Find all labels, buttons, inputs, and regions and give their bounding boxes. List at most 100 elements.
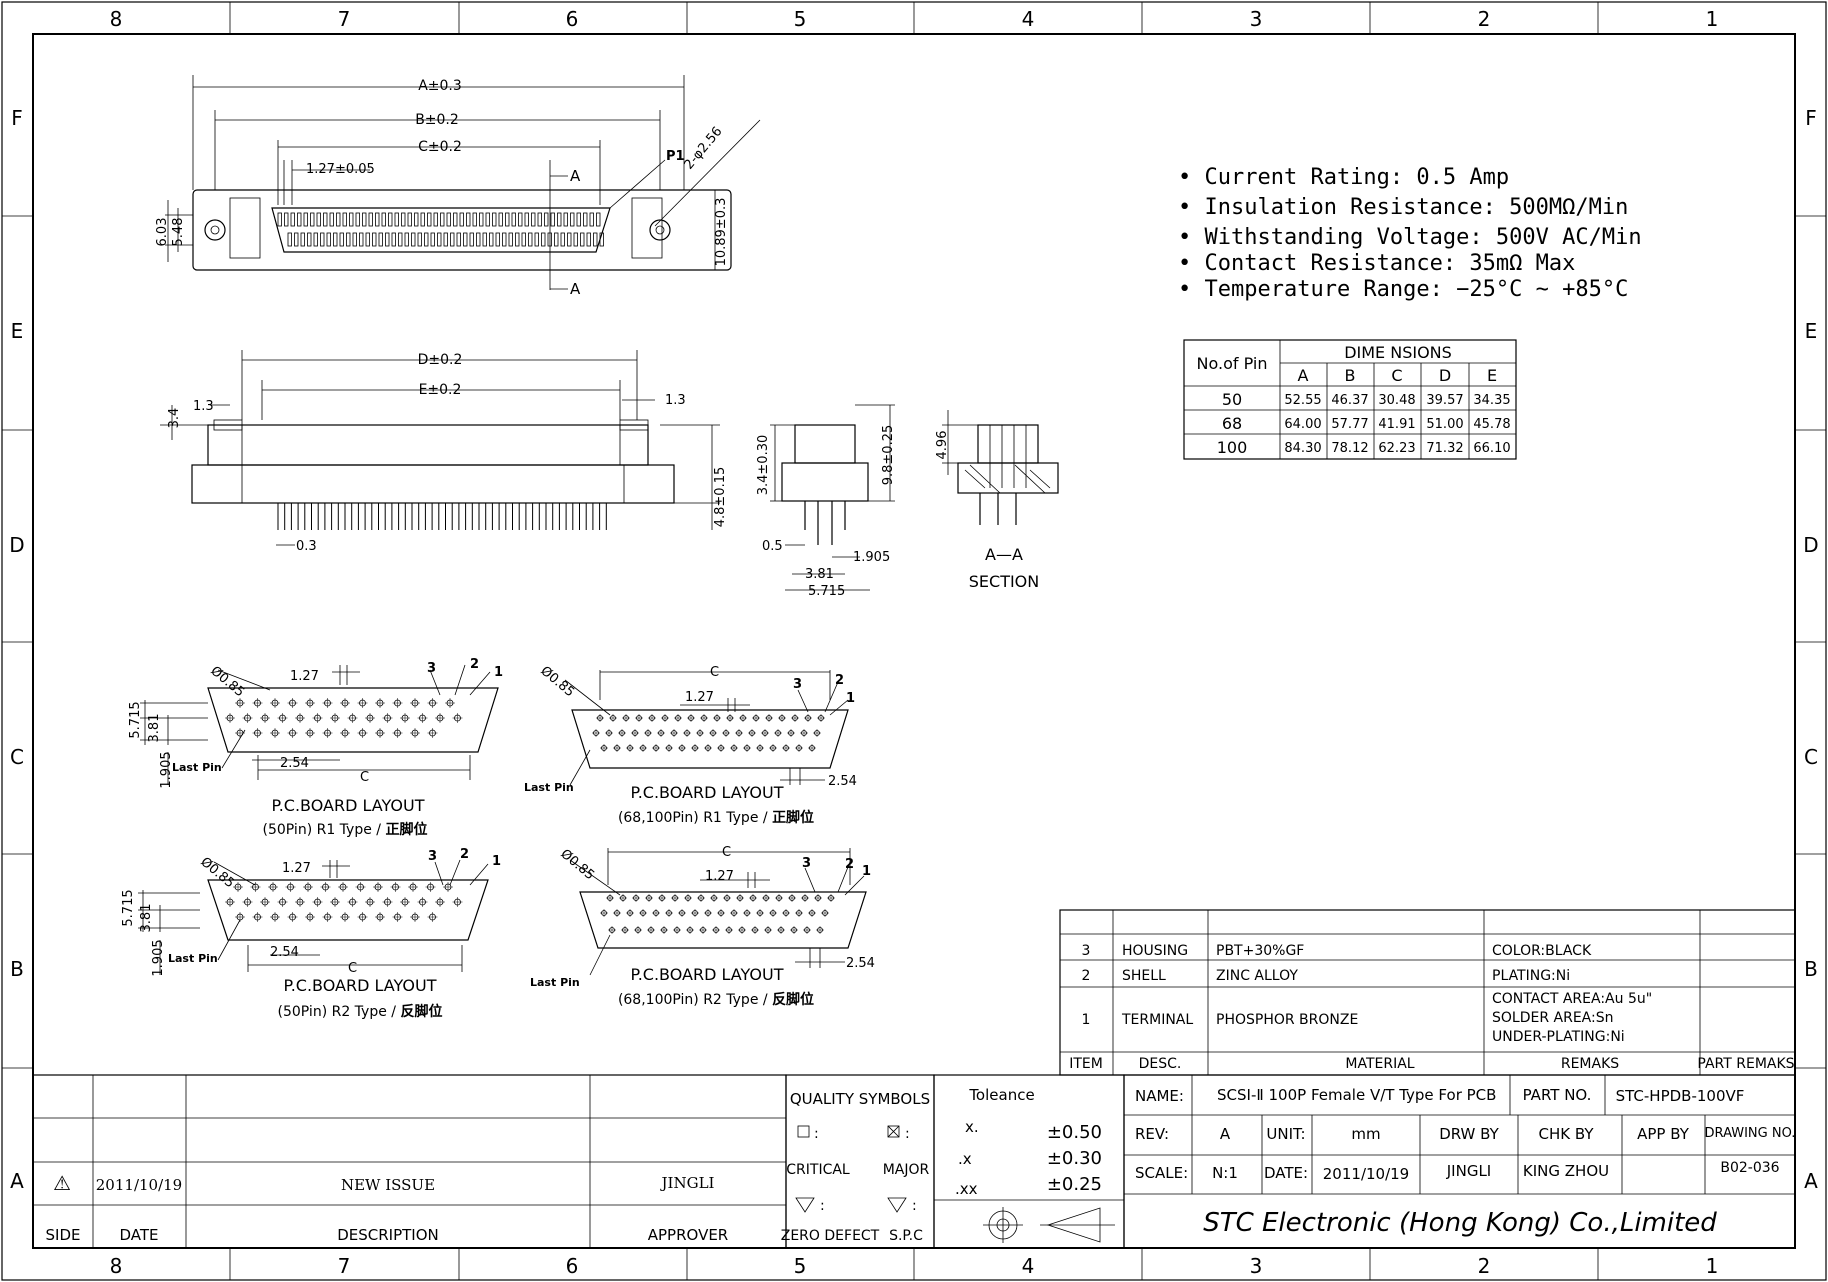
pcb-hole-cross <box>270 912 280 922</box>
drawing-no-label: DRAWING NO. <box>1705 1126 1796 1141</box>
contact-slot <box>420 212 425 227</box>
table-cell: 71.32 <box>1426 441 1463 456</box>
col-label-bottom: 4 <box>1022 1254 1035 1278</box>
pcb-hole-cross <box>751 926 759 934</box>
pcb-hole-cross <box>322 728 333 738</box>
table-cell: 51.00 <box>1426 417 1463 432</box>
major-label: MAJOR <box>883 1162 930 1178</box>
col-label-top: 2 <box>1478 7 1491 31</box>
spec-current-rating: • Current Rating: 0.5 Amp <box>1178 165 1509 190</box>
pcb-hole-cross <box>303 882 313 892</box>
contact-slot <box>573 232 578 247</box>
contact-slot <box>453 212 458 227</box>
pcb-hole-cross <box>748 729 756 737</box>
pcb-hole-cross <box>338 882 348 892</box>
pcb-hole-cross <box>803 926 811 934</box>
pcb-hole-cross <box>652 744 660 752</box>
layout-subtitle: (68,100Pin) R1 Type / 正脚位 <box>618 809 814 826</box>
chk-by-value: KING ZHOU <box>1523 1162 1609 1180</box>
contact-slot <box>589 212 594 227</box>
pcb-layout-68-100pin-r2: C Ø0.85 1.27 3 2 1 Last Pin 2.54 P.C.BOA… <box>530 845 875 1008</box>
pcb-hole-cross <box>788 894 796 902</box>
pcb-hole-cross <box>375 698 385 708</box>
layout-pin-1: 1 <box>846 691 855 706</box>
projection-symbol-icon <box>983 1207 1115 1243</box>
dim-4-8: 4.8±0.15 <box>713 467 728 528</box>
layout-h381: 3.81 <box>147 714 162 743</box>
layout-pitch: 1.27 <box>705 869 734 884</box>
pcb-hole-cross <box>777 926 785 934</box>
pcb-hole-cross <box>804 714 812 722</box>
pcb-hole-cross <box>619 894 627 902</box>
layout-pin-3: 3 <box>802 856 811 871</box>
pcb-hole-cross <box>778 714 786 722</box>
contact-slot <box>346 232 351 247</box>
unit-label: UNIT: <box>1266 1125 1305 1143</box>
layout-pin-3: 3 <box>428 849 437 864</box>
contact-slot <box>430 232 435 247</box>
p1-label: P1 <box>666 149 685 164</box>
layout-pin-3: 3 <box>793 677 802 692</box>
bom-material: PHOSPHOR BRONZE <box>1216 1012 1358 1028</box>
date-label: DATE: <box>1264 1164 1308 1182</box>
contact-slot <box>385 232 390 247</box>
pcb-hole-cross <box>712 926 720 934</box>
row-label-left: E <box>11 319 24 343</box>
pcb-hole-cross <box>410 698 420 708</box>
pcb-hole-cross <box>730 744 738 752</box>
pcb-hole-cross <box>277 897 288 907</box>
pcb-hole-cross <box>691 744 699 752</box>
contact-slot <box>469 232 474 247</box>
layout-pin-1: 1 <box>862 864 871 879</box>
pcb-hole-cross <box>769 744 777 752</box>
pcb-hole-cross <box>435 897 445 907</box>
pcb-hole-cross <box>790 926 798 934</box>
pcb-hole-cross <box>775 894 783 902</box>
layout-h1905: 1.905 <box>151 939 166 976</box>
contact-slot <box>586 232 591 247</box>
contact-slot <box>492 212 497 227</box>
table-col-b: B <box>1345 366 1356 385</box>
row-label-right: D <box>1803 533 1818 557</box>
pcb-hole-cross <box>312 713 323 723</box>
name-label: NAME: <box>1135 1087 1184 1105</box>
pcb-hole-cross <box>774 729 782 737</box>
contact-slot <box>414 212 419 227</box>
contact-slot <box>485 212 490 227</box>
pcb-hole-cross <box>443 882 453 892</box>
pcb-hole-cross <box>452 897 463 907</box>
dim-1-3-left: 1.3 <box>193 399 214 414</box>
row-label-left: D <box>9 533 24 557</box>
pcb-hole-cross <box>250 882 261 892</box>
revision-description: NEW ISSUE <box>341 1176 435 1194</box>
pcb-hole-cross <box>808 909 816 917</box>
contact-slot <box>401 212 406 227</box>
critical-colon: : <box>814 1126 819 1142</box>
pcb-hole-cross <box>618 729 626 737</box>
pcb-hole-cross <box>817 714 825 722</box>
pcb-hole-cross <box>697 894 705 902</box>
contact-slot <box>479 212 484 227</box>
contact-slot <box>375 212 380 227</box>
contact-slot <box>349 212 354 227</box>
pcb-hole-cross <box>674 714 682 722</box>
pcb-hole-cross <box>445 698 455 708</box>
layout-title: P.C.BOARD LAYOUT <box>631 783 784 802</box>
pcb-hole-cross <box>260 713 270 723</box>
spec-list: • Current Rating: 0.5 Amp • Insulation R… <box>1178 165 1642 302</box>
part-name: SCSI-Ⅱ 100P Female V/T Type For PCB <box>1217 1086 1496 1104</box>
table-col-c: C <box>1391 366 1402 385</box>
contact-slot <box>502 232 507 247</box>
bom-material: PBT+30%GF <box>1216 943 1304 959</box>
bom-header-material: MATERIAL <box>1345 1056 1414 1072</box>
contact-slot <box>372 232 377 247</box>
pcb-hole-cross <box>671 894 679 902</box>
pcb-hole-cross <box>596 714 604 722</box>
part-no-label: PART NO. <box>1523 1086 1592 1104</box>
layout-pin-2: 2 <box>460 847 469 862</box>
drw-by-value: JINGLI <box>1446 1162 1491 1180</box>
tolerance-key: .x <box>958 1150 972 1168</box>
side-dim-9-8: 9.8±0.25 <box>881 425 896 486</box>
pcb-hole-cross <box>626 744 634 752</box>
bom-remark: SOLDER AREA:Sn <box>1492 1010 1613 1026</box>
